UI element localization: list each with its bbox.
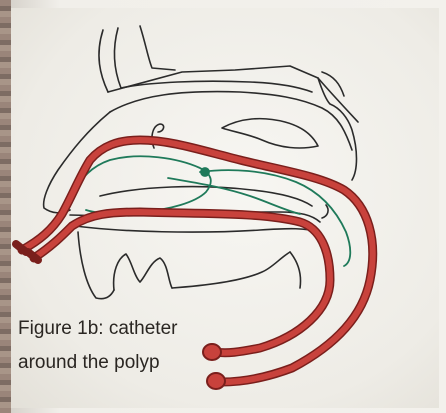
nasal-roof (108, 66, 358, 122)
catheter-tip-upper (203, 344, 221, 360)
hard-palate (76, 226, 318, 232)
forehead-line (99, 30, 108, 92)
polyp-contour (72, 156, 211, 213)
sphenoid-line (322, 72, 344, 96)
inferior-turbinate (100, 187, 312, 206)
figure-caption: Figure 1b: catheter around the polyp (18, 312, 177, 380)
middle-turbinate (222, 119, 318, 148)
nasopharynx-wall (318, 78, 357, 180)
eustachian-mark (322, 205, 328, 218)
teeth-contour (114, 254, 172, 290)
upper-lip (78, 232, 114, 299)
frontal-line (114, 28, 121, 88)
nasal-dorsum (44, 112, 110, 213)
polyp-knot (201, 168, 209, 176)
caption-line-1: Figure 1b: catheter (18, 312, 177, 346)
caption-line-2: around the polyp (18, 346, 177, 380)
catheter-tip-lower (207, 373, 225, 389)
tongue-line (172, 252, 290, 288)
frontal-sinus-line (140, 26, 175, 70)
cribriform-line (121, 81, 312, 92)
soft-palate (290, 252, 301, 288)
